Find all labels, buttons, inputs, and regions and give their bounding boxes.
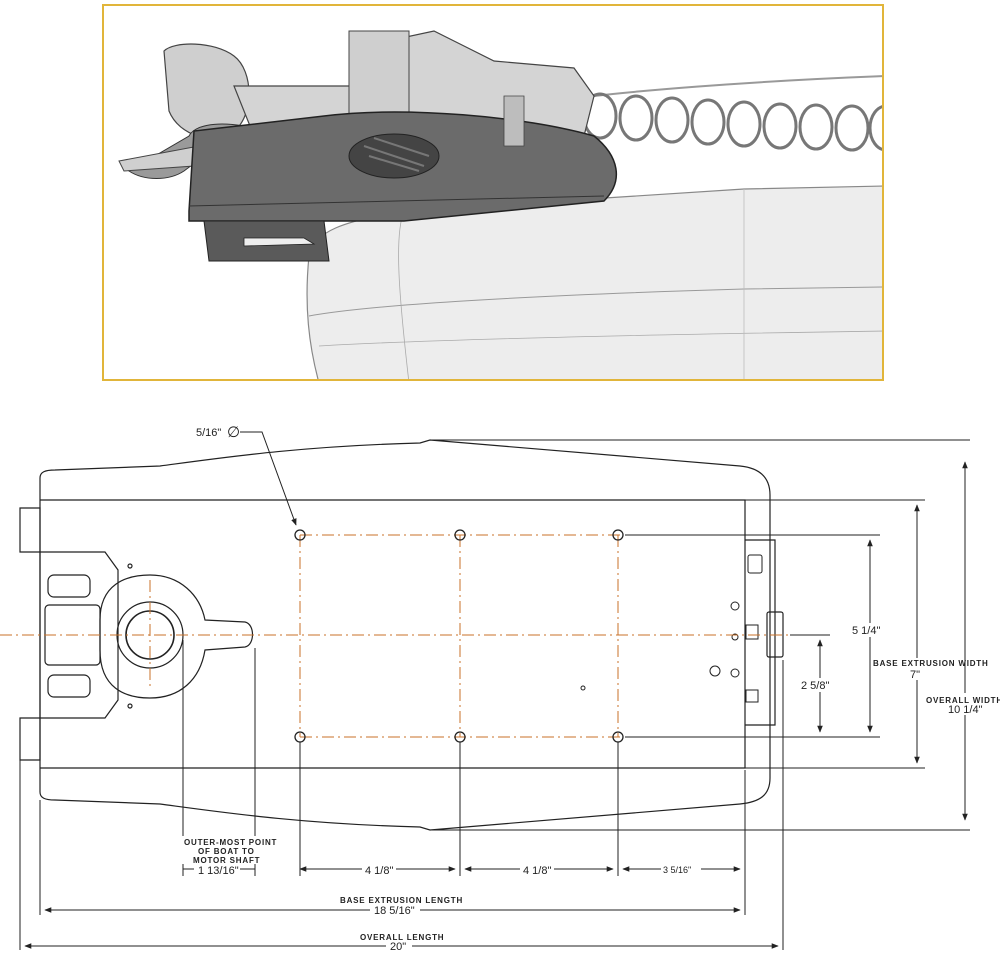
- hole-diameter-label: 5/16": [196, 427, 221, 439]
- end-offset-value: 3 5/16": [663, 865, 691, 875]
- outer-point-note-line-1: OUTER-MOST POINT: [184, 838, 277, 847]
- diameter-symbol: ∅: [227, 424, 240, 441]
- mount-outline: [19, 439, 784, 831]
- overall-width-label: OVERALL WIDTH: [926, 696, 1000, 705]
- base-extrusion-length-value: 18 5/16": [374, 905, 415, 917]
- product-illustration-frame: [102, 4, 884, 381]
- mounting-holes: [294, 529, 624, 743]
- offset-to-center-value: 2 5/8": [801, 680, 829, 692]
- base-extrusion-width-value: 7": [910, 669, 920, 681]
- overall-length-value: 20": [390, 941, 406, 953]
- mounting-hole: [294, 529, 306, 541]
- row-spacing-value: 5 1/4": [852, 625, 880, 637]
- overall-length-label: OVERALL LENGTH: [360, 933, 444, 942]
- mounting-hole: [612, 529, 624, 541]
- outer-point-note-line-2: OF BOAT TO: [198, 847, 255, 856]
- outer-point-value: 1 13/16": [198, 865, 239, 877]
- hole-spacing-2: 4 1/8": [523, 865, 551, 877]
- motor-base-icon: [44, 563, 254, 709]
- end-cap-detail: [580, 554, 763, 703]
- hole-diameter-callout: 5/16" ∅: [196, 424, 297, 526]
- trolling-motor-mount-icon: [118, 30, 618, 262]
- base-extrusion-width-label: BASE EXTRUSION WIDTH: [873, 659, 989, 668]
- overall-width-value: 10 1/4": [948, 704, 983, 716]
- hole-spacing-1: 4 1/8": [365, 865, 393, 877]
- vertical-dimensions: [430, 439, 970, 831]
- centerlines: [0, 534, 800, 738]
- product-illustration: [118, 30, 882, 379]
- mounting-hole: [454, 529, 466, 541]
- outer-point-note-line-3: MOTOR SHAFT: [193, 856, 260, 865]
- base-extrusion-length-label: BASE EXTRUSION LENGTH: [340, 896, 463, 905]
